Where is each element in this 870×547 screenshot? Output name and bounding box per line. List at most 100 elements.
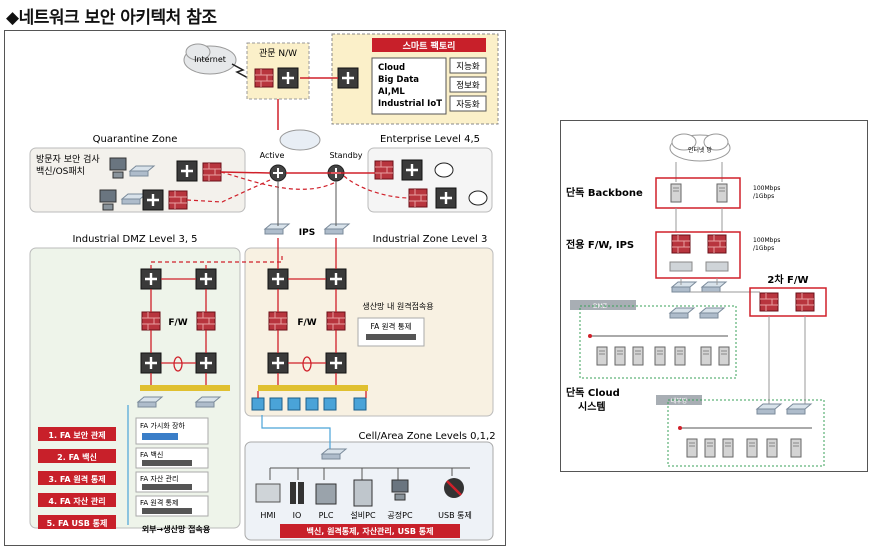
enterprise-label: Enterprise Level 4,5 [380, 134, 480, 145]
ind-switch-b-icon [324, 267, 348, 291]
server-stack: FA 가시화 장하 FA 백신 FA 자산 관리 FA 원격 통제 [135, 417, 209, 517]
enterprise-switch2-icon [434, 186, 458, 210]
cell-banner-text: 백신, 원격통제, 자산관리, USB 통제 [307, 526, 434, 536]
fw-speed-1: 100Mbps [753, 237, 780, 244]
industrial-zone-label: Industrial Zone Level 3 [373, 234, 488, 245]
enterprise-switch-icon [400, 158, 424, 182]
tag-automation: 자동화 [456, 100, 480, 110]
cell-zone-label: Cell/Area Zone Levels 0,1,2 [358, 431, 495, 442]
dmz-firewall-b-icon [196, 311, 216, 331]
server-label-3: FA 자산 관리 [140, 474, 178, 483]
device-plc: PLC [319, 511, 334, 520]
backbone-label: 단독 Backbone [566, 186, 643, 199]
device-equipment-pc: 설비PC [350, 510, 376, 520]
ind-fa-remote-label: FA 원격 통제 [370, 321, 411, 331]
lightning-link [231, 63, 251, 80]
remote-access-title: 생산망 내 원격접속용 [362, 301, 433, 311]
quarantine-firewall2-icon [168, 190, 188, 210]
right-dmz-banner [570, 300, 636, 310]
control-item-1: 1. FA 보안 관제 [48, 430, 105, 440]
standby-label: Standby [329, 151, 362, 160]
server-label-4: FA 원격 통제 [140, 498, 178, 507]
smart-factory-title: 스마트 팩토리 [403, 40, 456, 52]
tag-information: 정보화 [456, 80, 480, 91]
right-dmz-area [579, 305, 737, 379]
right-fw-b-icon [707, 234, 727, 254]
page-title: ◆네트워크 보안 아키텍처 참조 [6, 8, 217, 28]
tag-intelligence: 지능화 [456, 62, 480, 72]
ind-fw-label: F/W [297, 318, 316, 328]
gateway-switch-icon [276, 66, 300, 90]
right-int-switch-b-icon [786, 403, 812, 415]
device-usb-control: USB 통제 [438, 511, 472, 520]
control-item-5: 5. FA USB 통제 [47, 518, 108, 528]
factory-line-iiot: Industrial IoT [378, 99, 442, 109]
device-hmi: HMI [260, 511, 275, 520]
dmz-switch-c-icon [139, 351, 163, 375]
ind-switch-d-icon [324, 351, 348, 375]
quarantine-zone-label: Quarantine Zone [93, 134, 178, 145]
enterprise-firewall-icon [374, 160, 394, 180]
cell-devices [255, 478, 464, 507]
second-fw-b-icon [795, 292, 815, 312]
backbone-box [655, 177, 741, 209]
active-router-icon [269, 164, 287, 182]
ind-switch-a-icon [266, 267, 290, 291]
enterprise-zone [367, 147, 493, 213]
cloud-line-2: 시스템 [578, 401, 606, 413]
right-diagram-frame [560, 120, 868, 472]
fw-speed-2: /1Gbps [753, 245, 774, 252]
internal-banner [656, 395, 702, 405]
gateway-firewall-icon [254, 68, 274, 88]
right-internal-area [667, 399, 825, 467]
active-label: Active [260, 151, 285, 160]
backbone-node-b-icon [716, 183, 728, 203]
right-int-switch-a-icon [756, 403, 782, 415]
dmz-fw-label: F/W [168, 318, 187, 328]
cloud-line-1: 단독 Cloud [566, 386, 620, 399]
visitor-check-label: 방문자 보안 검사 [36, 153, 100, 165]
right-dmz-servers [588, 334, 730, 366]
right-internet-cloud: 인터넷 망 [669, 133, 731, 162]
right-fw-a-icon [671, 234, 691, 254]
server-label-2: FA 백신 [140, 450, 163, 459]
factory-line-ai: AI,ML [378, 87, 405, 97]
right-dmz-switch-a-icon [669, 307, 695, 319]
core-cloud [279, 129, 321, 151]
server-label-1: FA 가시화 장하 [140, 421, 185, 430]
internet-cloud: Internet [183, 43, 237, 75]
ind-switch-c-icon [266, 351, 290, 375]
dmz-firewall-a-icon [141, 311, 161, 331]
right-dmz-switch-b-icon [699, 307, 725, 319]
right-internet-label: 인터넷 망 [688, 146, 712, 154]
smart-factory-banner [372, 38, 486, 52]
factory-line-cloud: Cloud [378, 63, 405, 73]
dmz-switch-b-icon [194, 267, 218, 291]
backbone-node-a-icon [670, 183, 682, 203]
gateway-label: 관문 N/W [259, 48, 297, 59]
quarantine-firewall-icon [202, 162, 222, 182]
ind-firewall-a-icon [268, 311, 288, 331]
quarantine-switch-icon [175, 159, 199, 183]
right-core-switch-b-icon [701, 281, 727, 293]
ips-active-icon [264, 223, 290, 235]
ips-standby-icon [324, 223, 350, 235]
device-process-pc: 공정PC [387, 510, 413, 520]
backbone-speed-1: 100Mbps [753, 185, 780, 192]
ips-label: IPS [299, 228, 315, 238]
quarantine-switch2-icon [141, 188, 165, 212]
fw-ips-label: 전용 F/W, IPS [566, 238, 634, 251]
factory-switch-icon [336, 66, 360, 90]
factory-line-bigdata: Big Data [378, 75, 419, 85]
enterprise-firewall2-icon [408, 188, 428, 208]
dmz-switch-d-icon [194, 351, 218, 375]
vaccine-label: 백신/OS패치 [36, 165, 85, 177]
control-item-3: 3. FA 원격 통제 [48, 474, 105, 484]
second-fw-box [749, 287, 827, 317]
control-item-2: 2. FA 백신 [57, 452, 97, 462]
ind-firewall-b-icon [326, 311, 346, 331]
left-diagram-frame [4, 30, 506, 546]
internet-label: Internet [194, 55, 226, 64]
dmz-switch-a-icon [139, 267, 163, 291]
